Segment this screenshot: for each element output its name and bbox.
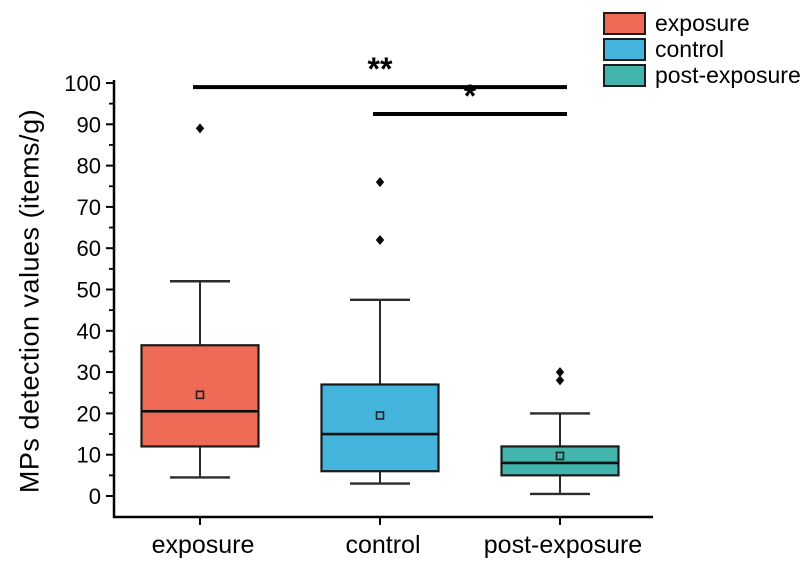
legend-swatch-control <box>603 38 646 61</box>
outlier-post-exposure <box>555 375 565 386</box>
y-tick-label: 40 <box>77 319 101 344</box>
y-tick-label: 30 <box>77 360 101 385</box>
y-tick-label: 20 <box>77 401 101 426</box>
mean-marker-exposure <box>195 390 205 400</box>
legend-label-exposure: exposure <box>655 10 750 36</box>
y-tick-label: 70 <box>77 195 101 220</box>
legend-label-post-exposure: post-exposure <box>655 62 801 88</box>
box-post-exposure <box>500 445 620 477</box>
outlier-control <box>375 234 385 245</box>
y-axis-title: MPs detection values (items/g) <box>14 108 45 494</box>
y-tick-label: 80 <box>77 154 101 179</box>
y-tick-label: 10 <box>77 443 101 468</box>
x-tick-label-exposure: exposure <box>152 531 255 559</box>
y-tick-label: 100 <box>64 71 101 96</box>
y-tick-label: 90 <box>77 112 101 137</box>
box-control <box>320 383 440 473</box>
x-tick-label-post-exposure: post-exposure <box>484 531 642 559</box>
x-tick-label-control: control <box>345 531 420 559</box>
significance-label: ** <box>368 51 393 87</box>
y-tick-label: 0 <box>89 484 101 509</box>
y-tick-label: 60 <box>77 236 101 261</box>
y-tick-label: 50 <box>77 278 101 303</box>
box-exposure <box>140 344 260 448</box>
legend-swatch-post-exposure <box>603 64 646 87</box>
legend: exposure control post-exposure <box>603 12 801 90</box>
legend-label-control: control <box>655 36 725 62</box>
legend-swatch-exposure <box>603 12 646 35</box>
mean-marker-post-exposure <box>555 451 565 461</box>
outlier-exposure <box>195 123 205 134</box>
legend-item-control: control <box>603 38 801 61</box>
legend-item-exposure: exposure <box>603 12 801 35</box>
outlier-post-exposure <box>555 367 565 378</box>
outlier-control <box>375 177 385 188</box>
mean-marker-control <box>375 411 385 420</box>
significance-label: * <box>464 78 477 114</box>
legend-item-post-exposure: post-exposure <box>603 64 801 87</box>
